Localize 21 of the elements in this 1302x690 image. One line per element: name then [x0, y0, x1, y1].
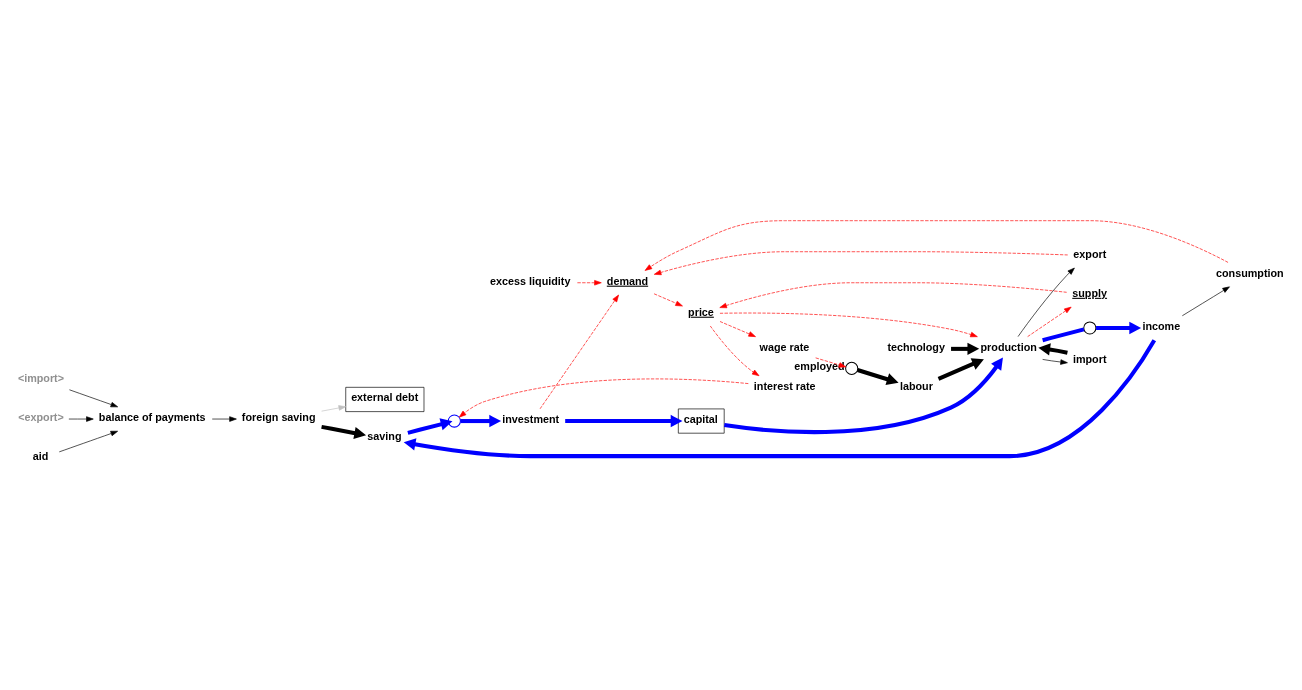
node-text: <import> [17, 371, 65, 384]
node-text: wage rate [759, 340, 810, 353]
node-text: technology [887, 340, 945, 353]
node-text: supply [1072, 286, 1108, 299]
node-text: <export> [18, 410, 64, 423]
node-label: employed [794, 359, 845, 372]
node-text: labour [899, 379, 933, 392]
node-text: saving [367, 429, 402, 442]
node-text: interest rate [753, 379, 816, 392]
node-text: income [1142, 319, 1181, 332]
node-text: demand [606, 274, 649, 287]
node-text: production [980, 340, 1037, 353]
node-text: foreign saving [241, 410, 316, 423]
node-text: price [688, 305, 714, 318]
node-text: import [1072, 352, 1107, 365]
node-text: balance of payments [98, 410, 206, 423]
node-text: consumption [1215, 266, 1284, 279]
node-text: investment [502, 412, 560, 425]
node-text: export [1073, 247, 1107, 260]
node-text: excess liquidity [490, 274, 571, 287]
node-text: aid [32, 449, 49, 462]
